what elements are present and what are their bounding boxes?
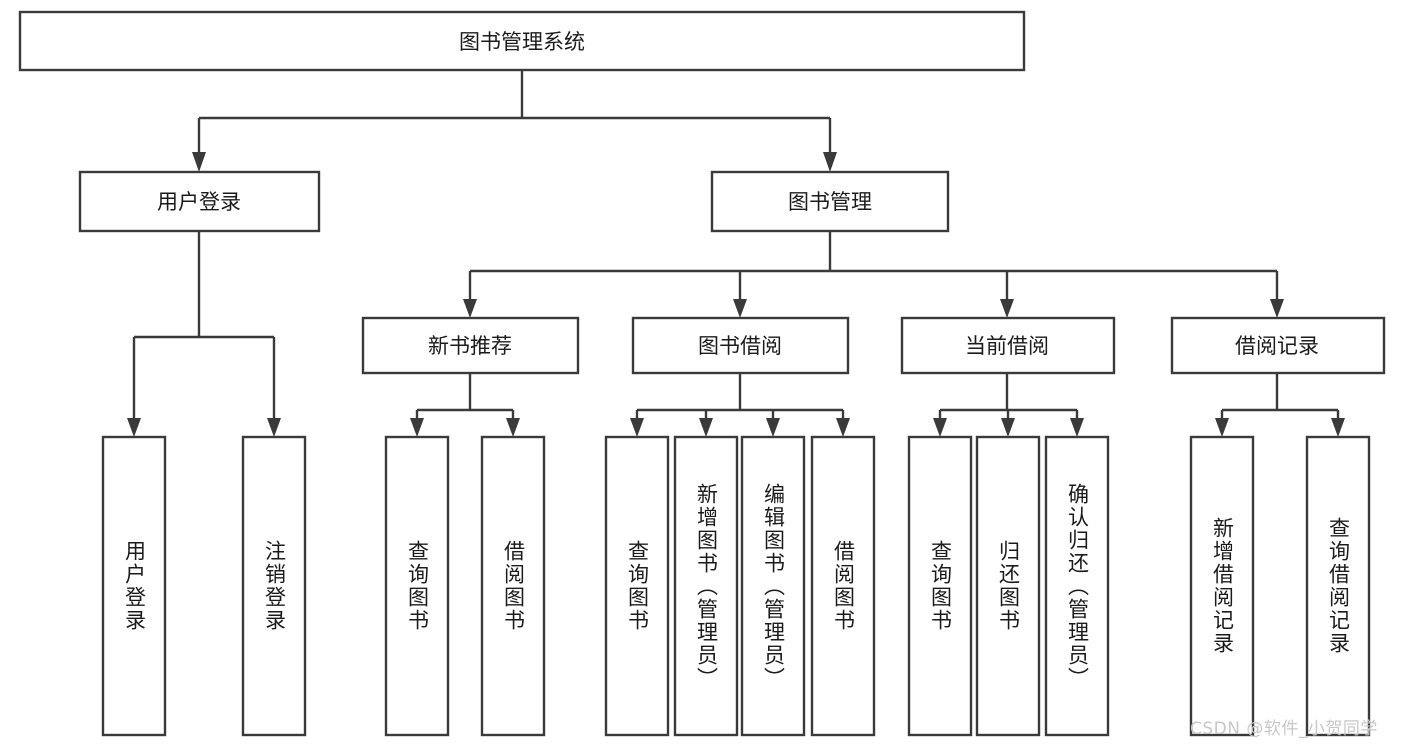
node-book-management-box[interactable] — [710, 170, 950, 233]
arrowhead-bb-to-leaf2 — [699, 418, 713, 437]
node-book-management-label: 图书管理 — [788, 190, 872, 214]
arrowhead-bm-to-book-borrow — [733, 299, 747, 318]
node-leaf-borrow-book-1-box[interactable] — [480, 435, 546, 737]
arrowhead-root-to-user-login — [192, 152, 206, 172]
csdn-watermark: CSDN @软件_小贺同学 — [1190, 719, 1378, 739]
node-root-box[interactable] — [18, 10, 1026, 72]
node-leaf-confirm-return-box[interactable] — [1044, 435, 1110, 737]
node-leaf-edit-book-box[interactable] — [740, 435, 806, 737]
node-leaf-add-book-box[interactable] — [673, 435, 739, 737]
arrowhead-bm-to-new-book — [463, 299, 477, 318]
node-current-borrow-box[interactable] — [900, 316, 1116, 375]
node-borrow-record-label: 借阅记录 — [1235, 334, 1319, 358]
node-leaf-logout-login-box[interactable] — [241, 435, 307, 737]
node-leaf-query-book-3-box[interactable] — [907, 435, 973, 737]
arrowhead-root-to-book-management — [823, 152, 837, 172]
node-leaf-borrow-book-2-box[interactable] — [810, 435, 876, 737]
node-borrow-record-box[interactable] — [1170, 316, 1386, 375]
node-new-book-recommend-box[interactable] — [361, 316, 580, 375]
node-leaf-query-book-2-box[interactable] — [604, 435, 670, 737]
arrowhead-bm-to-borrow-record — [1270, 299, 1284, 318]
node-current-borrow-label: 当前借阅 — [965, 334, 1049, 358]
node-leaf-add-borrow-record-box[interactable] — [1189, 435, 1255, 737]
node-user-login-label: 用户登录 — [157, 190, 241, 214]
node-user-login-box[interactable] — [78, 170, 321, 233]
edges-layer — [127, 70, 1345, 437]
arrowhead-new-book-to-leaf1 — [410, 418, 424, 437]
node-leaf-return-book-box[interactable] — [975, 435, 1041, 737]
arrowhead-user-login-to-leaf2 — [267, 418, 281, 437]
arrowhead-bm-to-current-borrow — [1000, 299, 1014, 318]
arrowhead-new-book-to-leaf2 — [506, 418, 520, 437]
arrowhead-br-to-leaf2 — [1331, 418, 1345, 437]
nodes-layer: 图书管理系统 用户登录 图书管理 新书推荐 图书借阅 当前借阅 借阅记录 — [18, 10, 1386, 737]
arrowhead-cb-to-leaf2 — [1001, 418, 1015, 437]
node-leaf-query-book-1-box[interactable] — [384, 435, 450, 737]
node-root-label: 图书管理系统 — [459, 30, 585, 54]
arrowhead-bb-to-leaf4 — [836, 418, 850, 437]
arrowhead-user-login-to-leaf1 — [127, 418, 141, 437]
node-book-borrow-box[interactable] — [631, 316, 850, 375]
node-leaf-user-login-box[interactable] — [101, 435, 167, 737]
arrowhead-cb-to-leaf3 — [1070, 418, 1084, 437]
arrowhead-cb-to-leaf1 — [933, 418, 947, 437]
arrowhead-bb-to-leaf3 — [766, 418, 780, 437]
arrowhead-br-to-leaf1 — [1215, 418, 1229, 437]
node-book-borrow-label: 图书借阅 — [698, 334, 782, 358]
node-new-book-recommend-label: 新书推荐 — [428, 334, 512, 358]
node-leaf-query-borrow-record-box[interactable] — [1305, 435, 1371, 737]
arrowhead-bb-to-leaf1 — [630, 418, 644, 437]
